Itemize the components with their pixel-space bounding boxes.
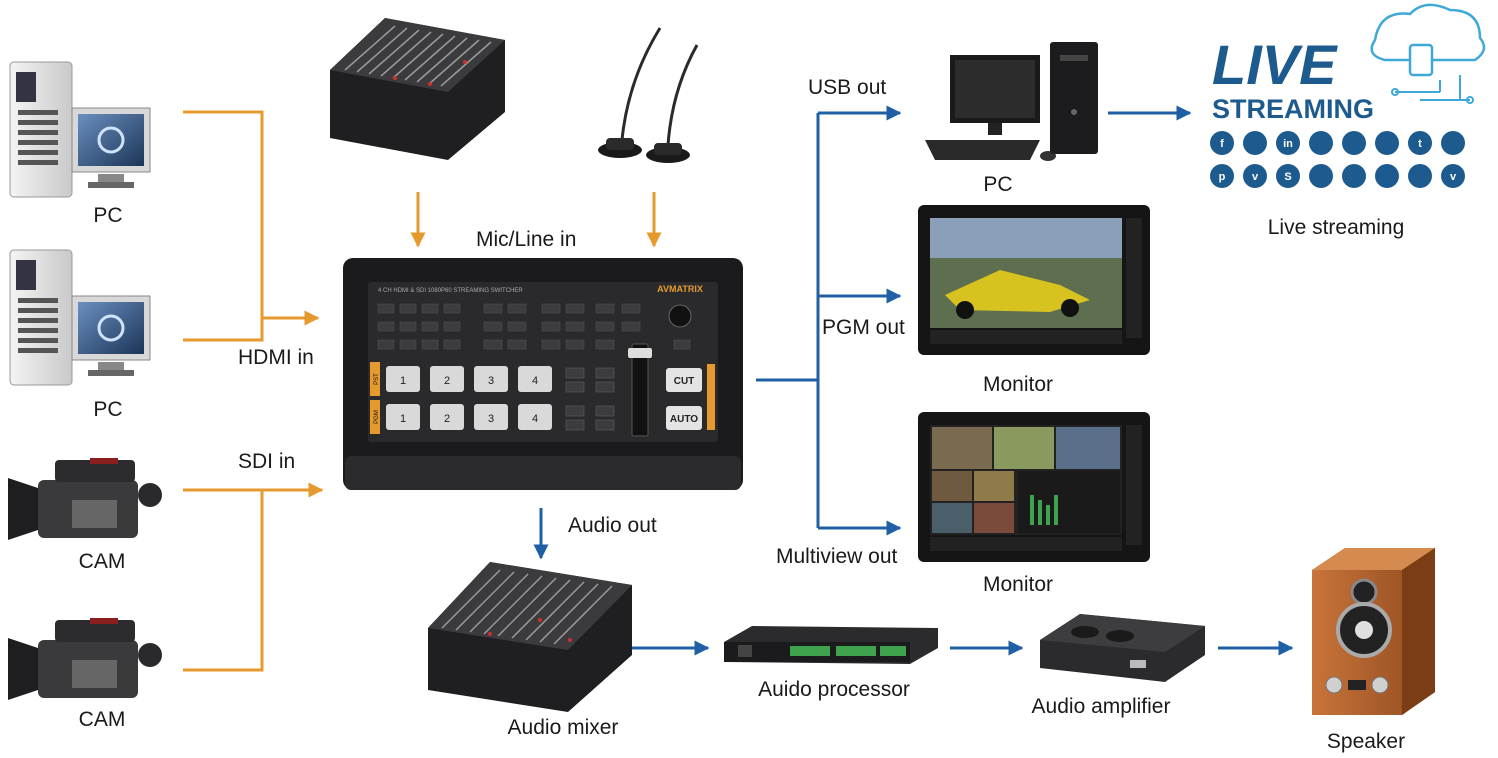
audio-amplifier-label: Audio amplifier bbox=[1031, 695, 1171, 718]
speaker-icon bbox=[1312, 548, 1435, 715]
pc-source-icon bbox=[9, 61, 151, 198]
pgm-button-2-label: 2 bbox=[444, 413, 450, 425]
social-icons-row-2 bbox=[1210, 164, 1465, 188]
svg-text:p: p bbox=[1219, 171, 1226, 183]
microphone-icon bbox=[598, 27, 699, 163]
whatsapp-icon bbox=[1375, 164, 1399, 188]
pst-label: PST bbox=[374, 373, 380, 385]
messenger-icon bbox=[1441, 131, 1465, 155]
logo-live-text: LIVE bbox=[1212, 33, 1338, 96]
pst-button-4-label: 4 bbox=[532, 375, 538, 387]
audio-out-label: Audio out bbox=[568, 514, 657, 537]
video-switcher: 4 CH HDMI & SDI 1080P60 STREAMING SWITCH… bbox=[343, 258, 743, 490]
output-connectors bbox=[533, 105, 1294, 656]
t-bar-track bbox=[631, 343, 649, 437]
logo-streaming-text: STREAMING bbox=[1212, 94, 1374, 124]
camera-source-icon bbox=[8, 618, 162, 700]
audio-amplifier-icon bbox=[1040, 614, 1205, 682]
speaker-label: Speaker bbox=[1326, 730, 1406, 753]
pst-button-1-label: 1 bbox=[400, 375, 406, 387]
pinterest-icon bbox=[1210, 164, 1234, 188]
social-icons-row-1 bbox=[1210, 131, 1465, 155]
input-connectors bbox=[183, 110, 662, 672]
pgm-button-1-label: 1 bbox=[400, 413, 406, 425]
youtube-icon bbox=[1309, 164, 1333, 188]
audio-mixer-input-icon bbox=[330, 18, 505, 160]
pgm-row-buttons: 1 2 3 4 bbox=[386, 404, 552, 430]
pc-2-label: PC bbox=[93, 398, 123, 421]
t-bar-handle bbox=[628, 348, 652, 358]
monitor-pgm-icon bbox=[918, 205, 1150, 355]
viber-icon bbox=[1342, 131, 1366, 155]
pc-1-label: PC bbox=[93, 204, 123, 227]
pst-row-buttons: 1 2 3 4 bbox=[386, 366, 552, 392]
live-streaming-logo: LIVE STREAMING bbox=[1212, 3, 1486, 124]
usb-out-label: USB out bbox=[808, 76, 887, 99]
audio-mixer-output-icon bbox=[428, 562, 632, 712]
facebook-icon bbox=[1210, 131, 1234, 155]
audio-processor-icon bbox=[724, 626, 938, 664]
pst-button-3-label: 3 bbox=[488, 375, 494, 387]
pc-destination-label: PC bbox=[983, 173, 1013, 196]
cut-button-label: CUT bbox=[674, 376, 695, 387]
twitch-icon bbox=[1408, 164, 1432, 188]
audio-processor-label: Auido processor bbox=[758, 678, 910, 701]
pgm-label: PGM bbox=[374, 410, 380, 424]
camera-source-icon bbox=[8, 458, 162, 540]
svg-text:t: t bbox=[1418, 138, 1422, 150]
skype-icon bbox=[1276, 164, 1300, 188]
pst-button-2-label: 2 bbox=[444, 375, 450, 387]
instagram-icon bbox=[1309, 131, 1333, 155]
svg-text:v: v bbox=[1450, 171, 1457, 183]
svg-text:in: in bbox=[1283, 138, 1293, 150]
vimeo-icon bbox=[1441, 164, 1465, 188]
switcher-model-text: 4 CH HDMI & SDI 1080P60 STREAMING SWITCH… bbox=[378, 288, 523, 294]
desktop-pc-icon bbox=[925, 42, 1098, 161]
vine-icon bbox=[1243, 164, 1267, 188]
audio-mixer-label: Audio mixer bbox=[507, 716, 619, 739]
location-icon bbox=[1375, 131, 1399, 155]
menu-knob bbox=[668, 304, 692, 328]
svg-text:f: f bbox=[1220, 138, 1224, 150]
switcher-brand: AVMATRIX bbox=[657, 284, 703, 294]
multiview-out-label: Multiview out bbox=[776, 545, 898, 568]
live-streaming-label: Live streaming bbox=[1267, 216, 1405, 239]
monitor-multiview-icon bbox=[918, 412, 1150, 562]
telegram-icon bbox=[1342, 164, 1366, 188]
pgm-button-3-label: 3 bbox=[488, 413, 494, 425]
monitor-2-label: Monitor bbox=[982, 573, 1054, 596]
hdmi-in-label: HDMI in bbox=[238, 346, 314, 369]
pgm-out-label: PGM out bbox=[822, 316, 905, 339]
svg-text:S: S bbox=[1284, 171, 1291, 183]
tumblr-icon bbox=[1408, 131, 1432, 155]
twitter-icon bbox=[1243, 131, 1267, 155]
pgm-button-4-label: 4 bbox=[532, 413, 538, 425]
linkedin-icon bbox=[1276, 131, 1300, 155]
sdi-in-label: SDI in bbox=[238, 450, 296, 473]
mic-line-in-label: Mic/Line in bbox=[476, 228, 577, 251]
switcher-small-buttons bbox=[377, 303, 691, 350]
auto-button-label: AUTO bbox=[670, 414, 698, 425]
pc-source-icon bbox=[9, 249, 151, 386]
cam-2-label: CAM bbox=[78, 708, 126, 731]
monitor-1-label: Monitor bbox=[982, 373, 1054, 396]
cam-1-label: CAM bbox=[78, 550, 126, 573]
svg-text:v: v bbox=[1252, 171, 1259, 183]
